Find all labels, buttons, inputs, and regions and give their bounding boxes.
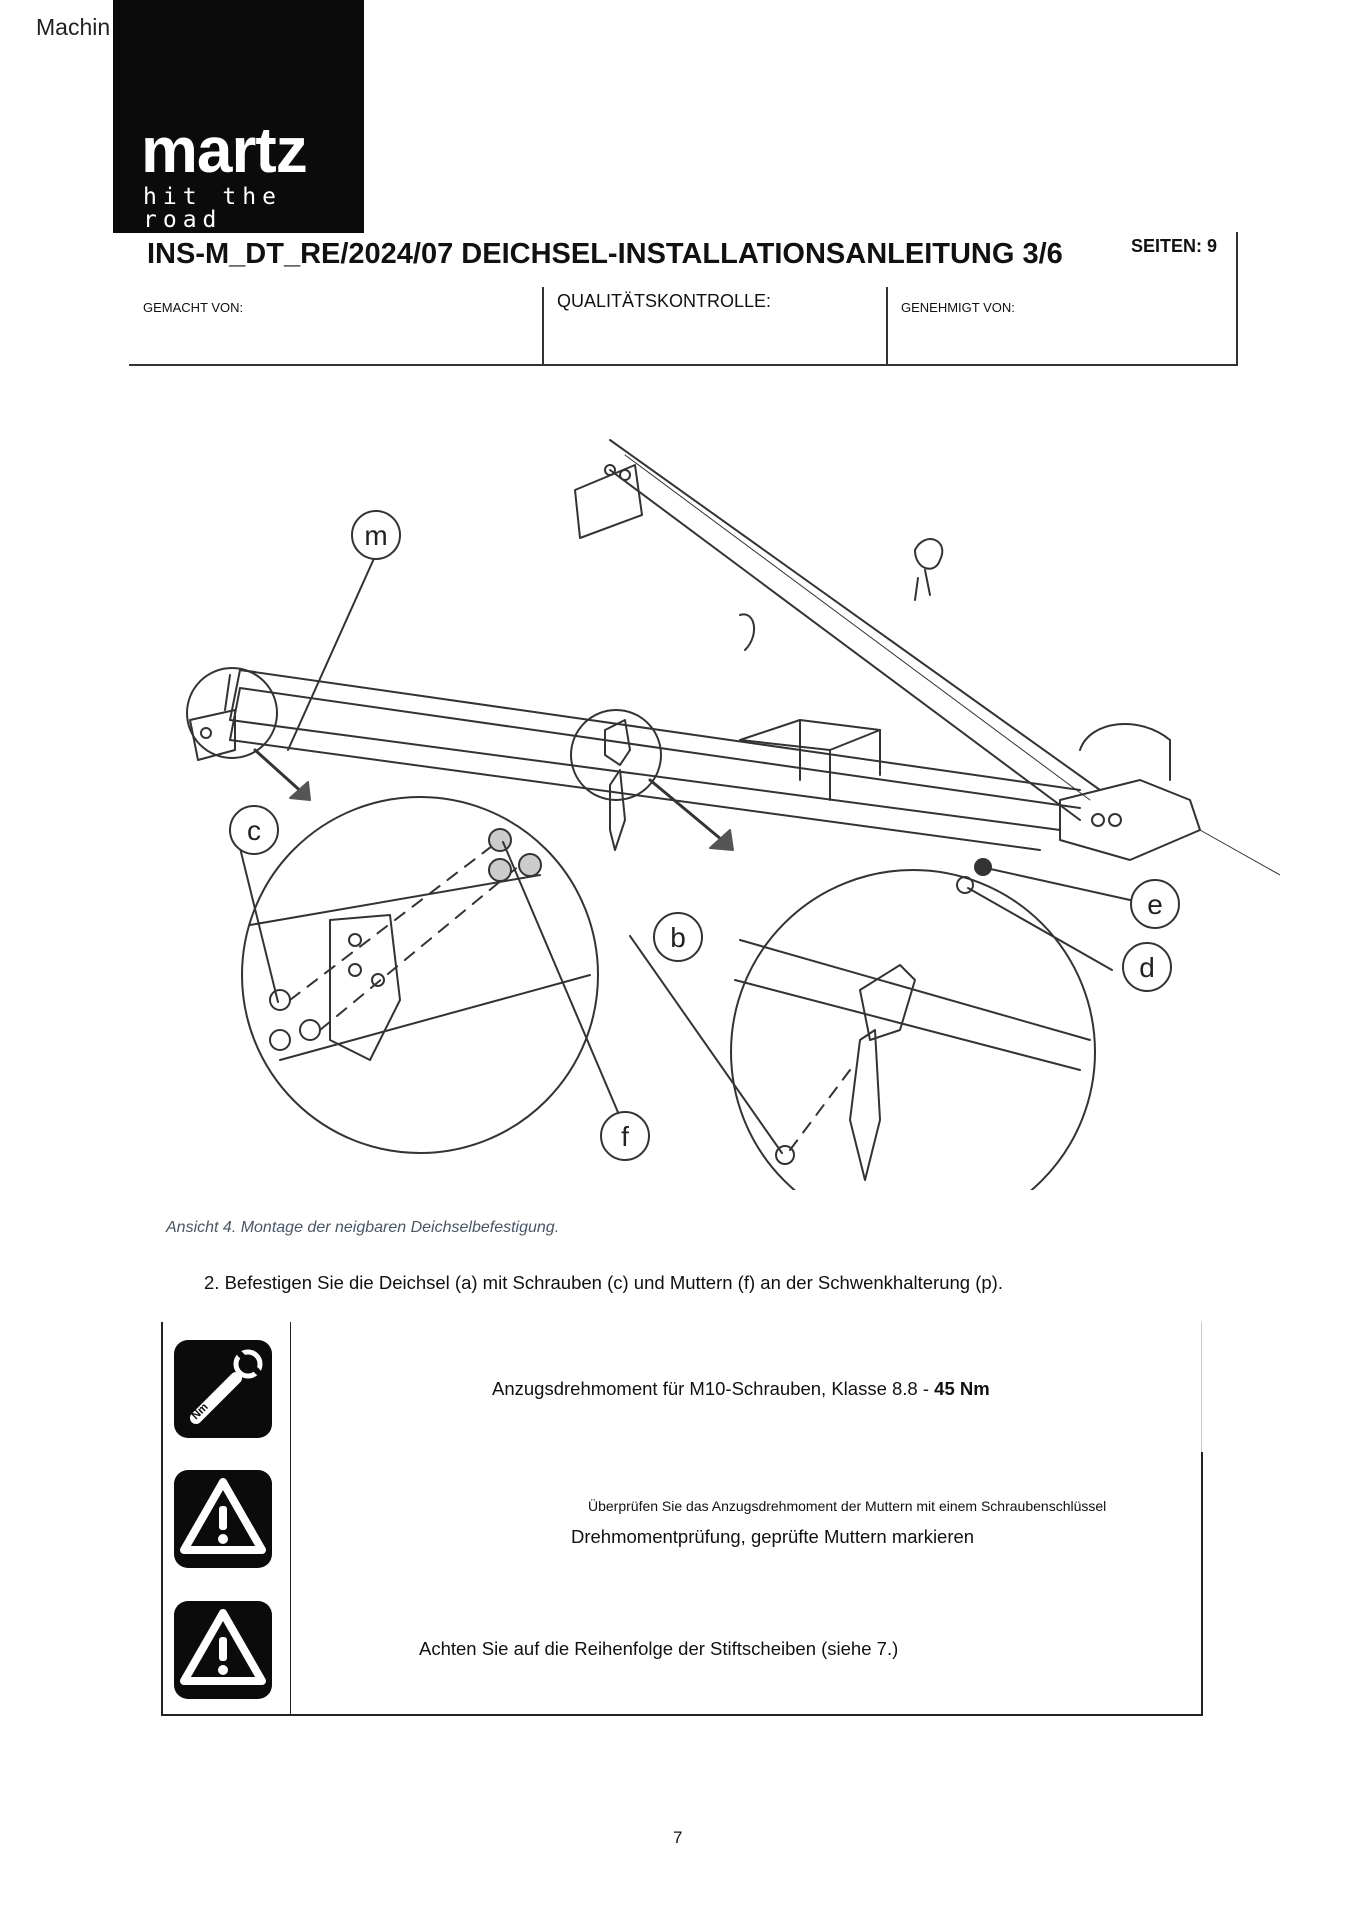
warning-icon [180, 1478, 266, 1554]
callout-e: e [1147, 889, 1163, 920]
callout-m: m [364, 520, 387, 551]
notes-border-right-top [1201, 1322, 1202, 1452]
page-number: 7 [673, 1828, 683, 1847]
header-divider-1 [542, 287, 544, 366]
torque-wrench-icon: Nm [190, 1349, 263, 1424]
made-by-label: GEMACHT VON: [143, 300, 244, 315]
document-title: INS-M_DT_RE/2024/07 DEICHSEL-INSTALLATIO… [147, 238, 1063, 270]
callout-d: d [1139, 952, 1155, 983]
approved-by-label: GENEHMIGT VON: [901, 300, 1015, 315]
callout-b: b [670, 922, 686, 953]
torque-value: 45 Nm [934, 1378, 990, 1399]
step-2-instruction: 2. Befestigen Sie die Deichsel (a) mit S… [204, 1272, 1003, 1293]
callout-c: c [247, 815, 261, 846]
logo-tagline: hit the road [143, 184, 282, 233]
martz-logo: martz hit the road [113, 0, 364, 233]
notes-border-right [1201, 1452, 1203, 1716]
quality-control-label: QUALITÄTSKONTROLLE: [557, 291, 772, 311]
notes-border-bottom [161, 1714, 1203, 1716]
notes-icon-divider [290, 1322, 291, 1716]
torque-wrench-tile: Nm [174, 1340, 272, 1438]
warning-icon [180, 1609, 266, 1685]
drawbar-assembly-figure: m c f b e d [186, 439, 1280, 1190]
torque-check-hint: Überprüfen Sie das Anzugsdrehmoment der … [588, 1498, 1107, 1514]
warning-tile-1 [174, 1470, 272, 1568]
page-count: SEITEN: 9 [1131, 236, 1218, 256]
callout-f: f [621, 1121, 629, 1152]
header-fragment: Machin [36, 14, 110, 41]
torque-check-note: Drehmomentprüfung, geprüfte Muttern mark… [571, 1526, 975, 1547]
washer-order-note: Achten Sie auf die Reihenfolge der Stift… [419, 1638, 899, 1659]
logo-wordmark: martz [141, 114, 308, 186]
header-border-bottom [129, 364, 1238, 366]
figure-caption: Ansicht 4. Montage der neigbaren Deichse… [166, 1219, 560, 1236]
torque-note: Anzugsdrehmoment für M10-Schrauben, Klas… [492, 1378, 990, 1400]
warning-tile-2 [174, 1601, 272, 1699]
header-divider-2 [886, 287, 888, 366]
header-border-right [1236, 232, 1238, 366]
header-fragment-left: Machin [36, 14, 111, 40]
notes-border-left [161, 1322, 163, 1716]
torque-note-text: Anzugsdrehmoment für M10-Schrauben, Klas… [492, 1378, 935, 1399]
